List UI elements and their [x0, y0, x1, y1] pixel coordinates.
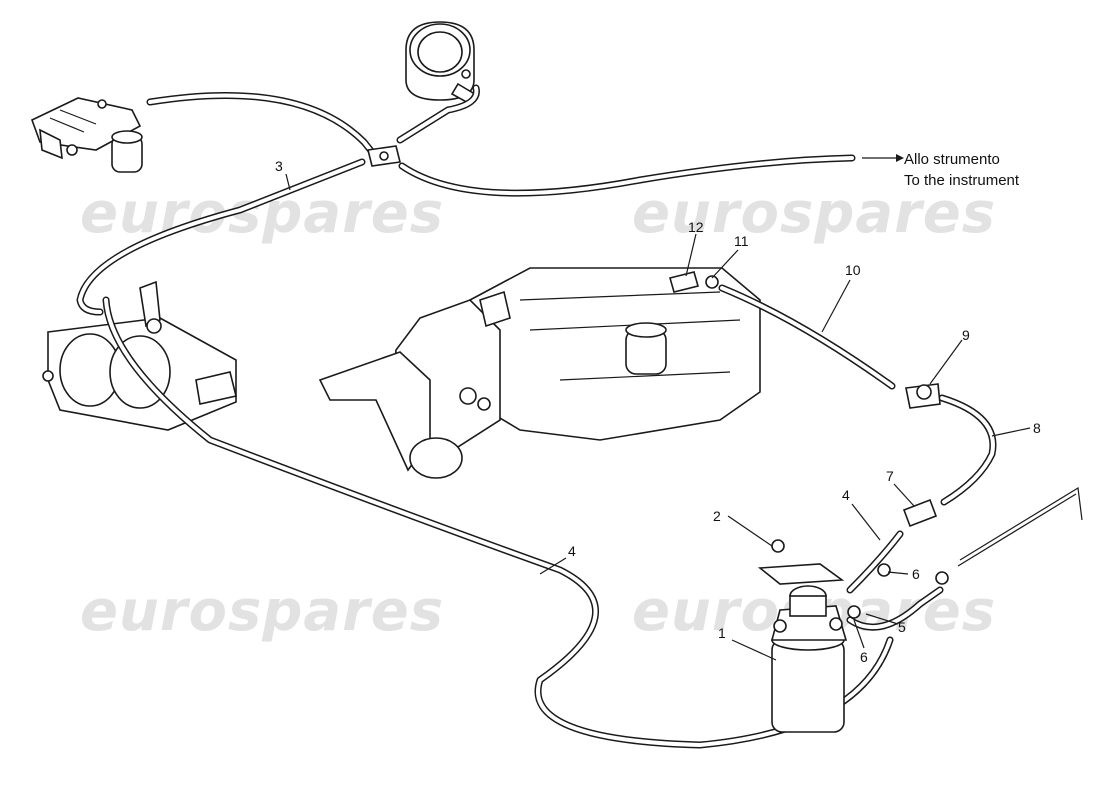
callout-6-right: 6 — [912, 566, 920, 582]
watermark-top-right: eurospares — [632, 181, 996, 246]
watermark-bottom-left: eurospares — [80, 579, 444, 644]
fitting-9 — [905, 383, 941, 409]
hose-network — [76, 84, 1083, 749]
throttle-body — [42, 280, 237, 431]
leader-lines — [285, 154, 1031, 661]
note-italian: Allo strumento — [904, 151, 1000, 168]
callout-2: 2 — [713, 508, 721, 524]
callout-12: 12 — [688, 219, 704, 235]
note-english: To the instrument — [904, 172, 1020, 189]
callout-8: 8 — [1033, 420, 1041, 436]
callout-11: 11 — [734, 233, 749, 249]
instrument-note: Allo strumento To the instrument — [904, 151, 1020, 189]
callout-4-upper: 4 — [842, 487, 850, 503]
callout-10: 10 — [845, 262, 861, 278]
callout-labels: 1 2 3 4 4 5 6 6 7 8 9 10 11 12 — [275, 158, 1041, 665]
t-connector — [367, 145, 401, 167]
callout-1: 1 — [718, 625, 726, 641]
vapor-canister — [757, 539, 949, 733]
callout-9: 9 — [962, 327, 970, 343]
fitting-7 — [902, 498, 938, 528]
vacuum-capsule — [405, 21, 480, 105]
intake-plenum — [318, 267, 761, 479]
callout-7: 7 — [886, 468, 894, 484]
callout-3: 3 — [275, 158, 283, 174]
arrow-head — [896, 154, 904, 162]
callout-6-lower: 6 — [860, 649, 868, 665]
fitting-11 — [705, 275, 719, 289]
vacuum-valve — [31, 97, 143, 173]
callout-5: 5 — [898, 619, 906, 635]
callout-4-lower: 4 — [568, 543, 576, 559]
watermark-top-left: eurospares — [80, 181, 444, 246]
